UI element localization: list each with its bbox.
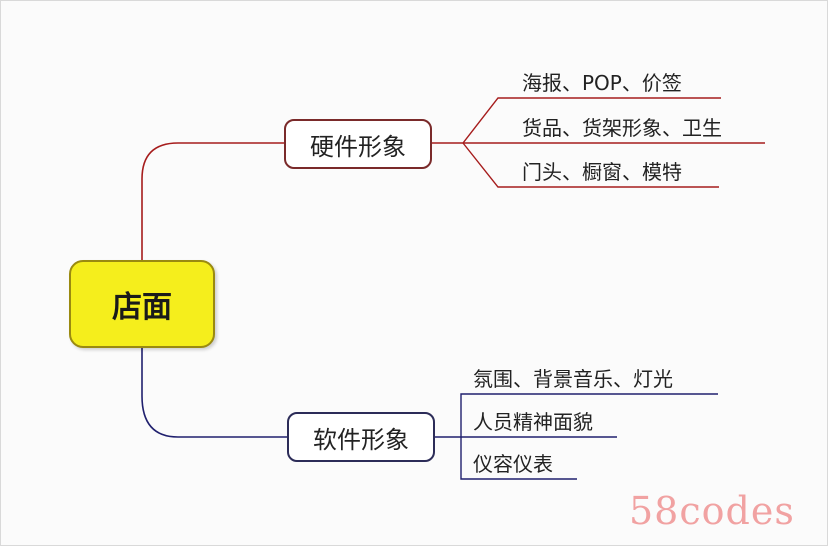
branch-node-hardware[interactable]: 硬件形象 bbox=[284, 119, 432, 169]
connector-hardware-leaf-3 bbox=[462, 142, 719, 188]
connector-root-hardware bbox=[141, 142, 284, 260]
root-node[interactable]: 店面 bbox=[69, 260, 215, 348]
leaf-node[interactable]: 门头、橱窗、模特 bbox=[522, 160, 682, 184]
leaf-node[interactable]: 海报、POP、价签 bbox=[522, 71, 682, 95]
watermark: 58codes bbox=[629, 489, 795, 533]
branch-node-software[interactable]: 软件形象 bbox=[287, 412, 435, 462]
connector-software-leaf-1 bbox=[435, 393, 718, 438]
connector-hardware-leaf-1 bbox=[432, 97, 721, 144]
connector-software-leaf-3 bbox=[460, 437, 577, 480]
leaf-node[interactable]: 氛围、背景音乐、灯光 bbox=[473, 367, 673, 391]
leaf-node[interactable]: 货品、货架形象、卫生 bbox=[522, 116, 722, 140]
leaf-node[interactable]: 人员精神面貌 bbox=[473, 410, 593, 434]
connector-root-software bbox=[141, 348, 287, 438]
leaf-node[interactable]: 仪容仪表 bbox=[473, 452, 553, 476]
